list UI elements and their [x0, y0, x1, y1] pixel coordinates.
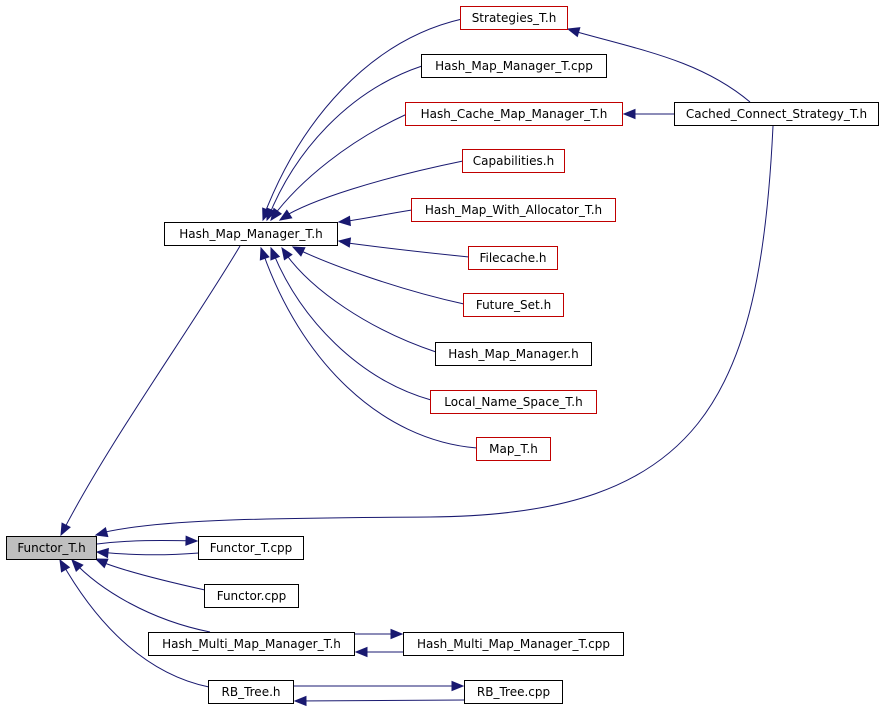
edge-hash-multi-h-to-functor-t-h-arrowhead [71, 559, 84, 572]
edge-functor-cpp-to-functor-t-h [96, 559, 206, 591]
edge-map-t-to-hash-map-manager-t-h-arrowhead [259, 246, 270, 261]
edge-hash-cache-to-hash-map-manager-t-h-arrowhead [270, 207, 283, 222]
edge-rb-tree-h-to-rb-tree-cpp-arrowhead [451, 680, 465, 692]
edge-local-name-space-to-hash-map-manager-t-h-arrowhead [270, 246, 281, 261]
edge-local-name-space-to-hash-map-manager-t-h [271, 249, 432, 401]
node-future-set-h[interactable]: Future_Set.h [463, 293, 564, 317]
edge-hash-map-manager-t-h-to-functor-t-h-arrowhead [60, 522, 71, 537]
node-rb-tree-h[interactable]: RB_Tree.h [208, 680, 294, 704]
edge-strategies-to-hash-map-manager-t-h [262, 18, 463, 219]
edge-filecache-to-hash-map-manager-t-h [339, 241, 470, 258]
node-hash-map-manager-h[interactable]: Hash_Map_Manager.h [435, 342, 592, 366]
edge-hash-cache-to-hash-map-manager-t-h [271, 113, 408, 219]
edge-hash-map-with-allocator-to-hash-map-manager-t-h [339, 209, 413, 223]
edge-cached-connect-to-strategies [569, 29, 751, 103]
node-hash-multi-map-manager-t-cpp[interactable]: Hash_Multi_Map_Manager_T.cpp [403, 632, 624, 656]
node-functor-cpp[interactable]: Functor.cpp [204, 584, 299, 608]
edge-capabilities-to-hash-map-manager-t-h [281, 160, 464, 219]
edge-functor-cpp-to-functor-t-h-arrowhead [94, 558, 109, 569]
edge-functor-t-cpp-to-functor-t-h [97, 551, 200, 556]
edge-capabilities-to-hash-map-manager-t-h-arrowhead [278, 209, 293, 221]
edge-map-t-to-hash-map-manager-t-h [261, 249, 478, 449]
edge-cached-connect-to-hash-cache-arrowhead [622, 108, 636, 120]
edge-filecache-to-hash-map-manager-t-h-arrowhead [337, 237, 352, 248]
edge-hash-map-manager-t-h-to-functor-t-h [61, 245, 241, 534]
edge-rb-tree-h-to-functor-t-h-arrowhead [59, 558, 71, 573]
node-strategies-t-h[interactable]: Strategies_T.h [460, 6, 568, 30]
edge-hash-multi-cpp-to-hash-multi-h-arrowhead [354, 646, 368, 658]
edge-functor-t-h-to-functor-t-cpp [96, 539, 198, 545]
edge-future-set-to-hash-map-manager-t-h-arrowhead [291, 246, 306, 257]
node-local-name-space-t-h[interactable]: Local_Name_Space_T.h [430, 390, 597, 414]
edge-rb-tree-cpp-to-rb-tree-h [294, 699, 466, 702]
edge-hash-map-manager-h-to-hash-map-manager-t-h-arrowhead [281, 246, 293, 261]
edge-rb-tree-h-to-functor-t-h [60, 560, 210, 688]
edge-hash-map-with-allocator-to-hash-map-manager-t-h-arrowhead [337, 215, 351, 227]
edge-functor-t-h-to-functor-t-cpp-arrowhead [185, 535, 199, 546]
node-map-t-h[interactable]: Map_T.h [476, 437, 551, 461]
node-functor-t-cpp[interactable]: Functor_T.cpp [198, 536, 304, 560]
node-hash-map-manager-t-cpp[interactable]: Hash_Map_Manager_T.cpp [421, 54, 607, 78]
node-hash-map-with-allocator-t-h[interactable]: Hash_Map_With_Allocator_T.h [411, 198, 616, 222]
edge-rb-tree-cpp-to-rb-tree-h-arrowhead [293, 695, 307, 707]
node-functor-t-h[interactable]: Functor_T.h [6, 536, 97, 560]
edge-hash-map-manager-t-cpp-to-hash-map-manager-t-h [267, 65, 423, 219]
edge-hash-multi-h-to-functor-t-h [72, 560, 211, 633]
edge-hash-multi-h-to-hash-multi-cpp-arrowhead [390, 628, 404, 640]
node-filecache-h[interactable]: Filecache.h [468, 246, 558, 270]
edge-cached-connect-to-functor-t-h [96, 125, 774, 535]
edge-cached-connect-to-functor-t-h-arrowhead [94, 526, 109, 538]
node-hash-cache-map-manager-t-h[interactable]: Hash_Cache_Map_Manager_T.h [405, 102, 623, 126]
node-cached-connect-strategy-t-h[interactable]: Cached_Connect_Strategy_T.h [674, 102, 879, 126]
node-rb-tree-cpp[interactable]: RB_Tree.cpp [464, 680, 563, 704]
edge-future-set-to-hash-map-manager-t-h [294, 247, 465, 305]
node-hash-map-manager-t-h[interactable]: Hash_Map_Manager_T.h [164, 222, 338, 246]
node-capabilities-h[interactable]: Capabilities.h [462, 149, 565, 173]
edge-functor-t-cpp-to-functor-t-h-arrowhead [95, 547, 109, 559]
edge-hash-map-manager-h-to-hash-map-manager-t-h [282, 249, 437, 353]
edge-cached-connect-to-strategies-arrowhead [566, 27, 581, 38]
node-hash-multi-map-manager-t-h[interactable]: Hash_Multi_Map_Manager_T.h [148, 632, 355, 656]
